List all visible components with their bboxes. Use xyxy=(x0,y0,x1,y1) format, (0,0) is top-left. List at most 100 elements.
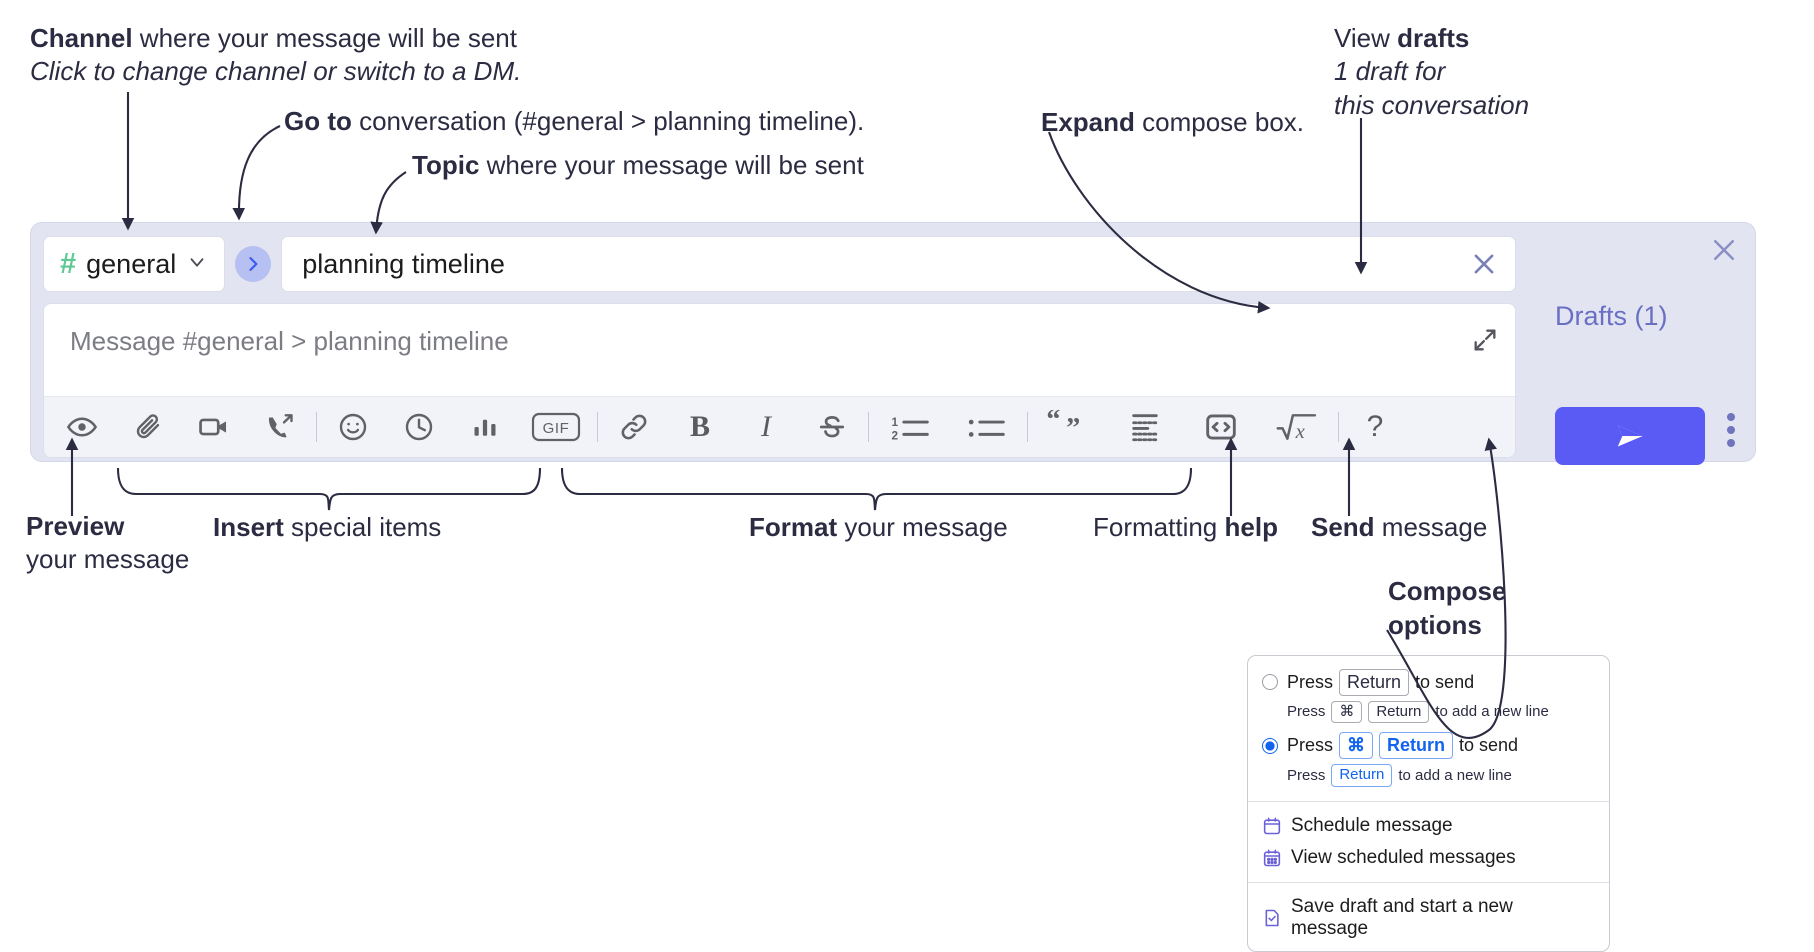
ordered-list-icon[interactable]: 1 2 xyxy=(881,403,939,451)
annotation-format-rest: your message xyxy=(837,512,1008,542)
clock-icon[interactable] xyxy=(395,403,443,451)
bold-icon[interactable]: B xyxy=(676,403,724,451)
message-input[interactable]: Message #general > planning timeline xyxy=(44,304,1515,396)
annotation-help-bold: help xyxy=(1224,512,1278,542)
channel-name: general xyxy=(86,248,177,279)
annotation-insert: Insert special items xyxy=(213,511,441,544)
huddle-icon[interactable] xyxy=(256,403,304,451)
option-cmd-tail: to send xyxy=(1459,735,1519,755)
strikethrough-icon[interactable] xyxy=(808,403,856,451)
calendar-grid-icon xyxy=(1262,848,1282,868)
link-icon[interactable] xyxy=(610,403,658,451)
toolbar-divider xyxy=(868,412,869,442)
go-to-conversation-button[interactable] xyxy=(235,246,272,282)
annotation-drafts-bold: drafts xyxy=(1397,23,1470,53)
svg-text:GIF: GIF xyxy=(543,420,570,437)
drafts-link[interactable]: Drafts (1) xyxy=(1555,301,1668,331)
help-glyph: ? xyxy=(1366,410,1384,443)
annotation-insert-rest: special items xyxy=(283,512,442,542)
annotation-insert-bold: Insert xyxy=(213,512,284,542)
close-compose-icon[interactable] xyxy=(1709,235,1739,270)
formatting-toolbar: GIF B I xyxy=(44,396,1515,457)
radio-selected-icon[interactable] xyxy=(1262,737,1278,754)
key-return: Return xyxy=(1339,669,1410,696)
svg-text:“: “ xyxy=(1046,410,1060,435)
compose-options-button[interactable] xyxy=(1727,413,1735,447)
annotation-topic: Topic where your message will be sent xyxy=(412,149,864,182)
compose-box: # general planning timeline Message #gen… xyxy=(30,222,1756,465)
annotation-goto-bold: Go to xyxy=(284,106,352,136)
send-button[interactable] xyxy=(1555,407,1705,465)
option-return-tail: to send xyxy=(1415,671,1475,692)
sub-cmd-tail: to add a new line xyxy=(1398,766,1512,784)
sub-return-tail: to add a new line xyxy=(1435,703,1549,721)
option-cmd-return-text: Press ⌘ Return to send xyxy=(1287,732,1518,759)
menu-subtext-return: Press ⌘ Return to add a new line xyxy=(1248,699,1609,730)
key-cmd: ⌘ xyxy=(1331,700,1363,724)
menu-item-view-scheduled-messages[interactable]: View scheduled messages xyxy=(1248,842,1609,874)
radio-unselected-icon[interactable] xyxy=(1262,674,1278,691)
attachment-icon[interactable] xyxy=(124,403,172,451)
math-icon[interactable]: x xyxy=(1268,403,1326,451)
topic-input[interactable]: planning timeline xyxy=(281,236,1516,292)
italic-icon[interactable]: I xyxy=(742,403,790,451)
annotation-compose-options-line1: Compose xyxy=(1388,576,1507,606)
annotation-goto: Go to conversation (#general > planning … xyxy=(284,105,864,138)
menu-item-save-draft[interactable]: Save draft and start a new message xyxy=(1248,891,1609,945)
annotation-send-bold: Send xyxy=(1311,512,1375,542)
svg-text:”: ” xyxy=(1066,413,1080,444)
clear-topic-icon[interactable] xyxy=(1467,247,1501,281)
annotation-drafts-lead: View xyxy=(1334,23,1398,53)
menu-option-cmd-return-to-send[interactable]: Press ⌘ Return to send xyxy=(1248,729,1609,762)
poll-icon[interactable] xyxy=(461,403,509,451)
annotation-preview-bold: Preview xyxy=(26,511,125,541)
annotation-format-bold: Format xyxy=(749,512,838,542)
annotation-topic-rest: where your message will be sent xyxy=(479,150,864,180)
code-icon[interactable] xyxy=(1192,403,1250,451)
svg-text:2: 2 xyxy=(891,429,898,442)
annotation-channel-rest: where your message will be sent xyxy=(132,23,517,53)
option-return-press: Press xyxy=(1287,671,1334,692)
annotation-topic-bold: Topic xyxy=(412,150,480,180)
annotation-expand-bold: Expand xyxy=(1041,107,1135,137)
annotation-help-lead: Formatting xyxy=(1093,512,1225,542)
calendar-icon xyxy=(1262,816,1282,836)
help-icon[interactable]: ? xyxy=(1351,403,1399,451)
annotation-preview-line2: your message xyxy=(26,544,190,575)
code-block-icon[interactable] xyxy=(1116,403,1174,451)
preview-icon[interactable] xyxy=(58,403,106,451)
expand-compose-icon[interactable] xyxy=(1471,326,1499,359)
menu-item-schedule-message[interactable]: Schedule message xyxy=(1248,810,1609,842)
sub-cmd-press: Press xyxy=(1287,766,1326,784)
kebab-dot xyxy=(1727,426,1735,434)
hash-icon: # xyxy=(60,247,77,280)
blockquote-icon[interactable]: “ ” xyxy=(1040,403,1098,451)
menu-option-return-to-send[interactable]: Press Return to send xyxy=(1248,666,1609,699)
menu-item-label: View scheduled messages xyxy=(1291,846,1516,868)
svg-text:1: 1 xyxy=(891,416,898,429)
emoji-icon[interactable] xyxy=(329,403,377,451)
annotation-compose-options-line2: options xyxy=(1388,610,1482,641)
channel-picker[interactable]: # general xyxy=(43,236,226,292)
chevron-down-icon xyxy=(186,251,208,278)
menu-subtext-cmd-return: Press Return to add a new line xyxy=(1248,762,1609,793)
annotation-send-rest: message xyxy=(1374,512,1488,542)
compose-options-menu: Press Return to send Press ⌘ Return to a… xyxy=(1247,655,1610,952)
annotation-goto-rest: conversation (#general > planning timeli… xyxy=(351,106,865,136)
annotation-drafts: View drafts 1 draft for this conversatio… xyxy=(1334,22,1529,122)
video-icon[interactable] xyxy=(190,403,238,451)
annotation-format: Format your message xyxy=(749,511,1008,544)
gif-icon[interactable]: GIF xyxy=(527,403,585,451)
toolbar-divider xyxy=(316,412,317,442)
kebab-dot xyxy=(1727,413,1735,421)
bold-glyph: B xyxy=(689,410,710,443)
toolbar-divider xyxy=(1027,412,1028,442)
menu-item-label: Save draft and start a new message xyxy=(1291,895,1513,939)
annotation-formatting-help: Formatting help xyxy=(1093,511,1278,544)
bulleted-list-icon[interactable] xyxy=(957,403,1015,451)
annotation-send: Send message xyxy=(1311,511,1487,544)
annotation-drafts-italic2: this conversation xyxy=(1334,89,1530,120)
message-placeholder: Message #general > planning timeline xyxy=(70,326,509,356)
annotation-drafts-italic1: 1 draft for xyxy=(1334,56,1446,87)
kebab-dot xyxy=(1727,439,1735,447)
